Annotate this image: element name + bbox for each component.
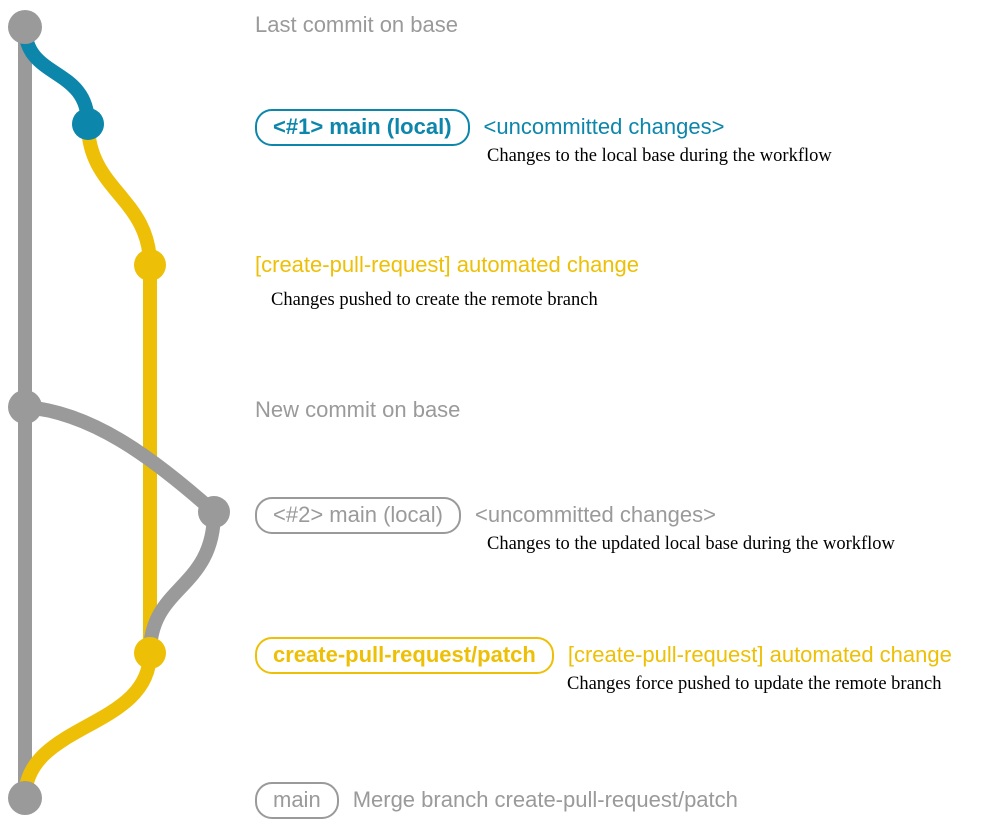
commit-node-local-2 (198, 496, 230, 528)
badge-main-local-1[interactable]: <#1> main (local) (255, 109, 470, 146)
label-automated-change-2: [create-pull-request] automated change (567, 642, 952, 668)
row-automated-change-1: [create-pull-request] automated change (255, 252, 640, 277)
label-uncommitted-changes-2: <uncommitted changes> (474, 502, 716, 528)
row-local-change-2: <#2> main (local) <uncommitted changes> (255, 497, 716, 534)
commit-node-patch-1 (134, 249, 166, 281)
subline-local-base-workflow: Changes to the local base during the wor… (487, 146, 832, 166)
badge-patch-branch[interactable]: create-pull-request/patch (255, 637, 554, 674)
badge-main-local-2[interactable]: <#2> main (local) (255, 497, 461, 534)
commit-node-merge (8, 781, 42, 815)
row-merge-commit: main Merge branch create-pull-request/pa… (255, 782, 738, 819)
label-new-commit-on-base: New commit on base (255, 397, 461, 422)
row-local-change-1: <#1> main (local) <uncommitted changes> (255, 109, 724, 146)
row-automated-change-2: create-pull-request/patch [create-pull-r… (255, 637, 952, 674)
branch-line-local-1 (18, 20, 95, 131)
branch-line-merge (18, 646, 157, 805)
label-automated-change-1: [create-pull-request] automated change (255, 252, 640, 277)
subline-force-pushed-update-remote: Changes force pushed to update the remot… (567, 674, 942, 694)
commit-node-base-head (8, 10, 42, 44)
row-last-commit-on-base: Last commit on base (255, 12, 458, 37)
commit-node-base-new (8, 390, 42, 424)
badge-main[interactable]: main (255, 782, 339, 819)
label-last-commit-on-base: Last commit on base (255, 12, 458, 37)
commit-node-patch-2 (134, 637, 166, 669)
subline-updated-local-base-workflow: Changes to the updated local base during… (487, 534, 895, 554)
branch-line-local-2 (18, 400, 221, 519)
commit-node-local-1 (72, 108, 104, 140)
branch-line-patch-1 (81, 117, 157, 272)
label-merge-branch-message: Merge branch create-pull-request/patch (352, 787, 738, 813)
row-new-commit-on-base: New commit on base (255, 397, 461, 422)
branch-line-local-2-to-patch-2 (143, 505, 221, 660)
label-uncommitted-changes-1: <uncommitted changes> (483, 114, 725, 140)
subline-pushed-create-remote: Changes pushed to create the remote bran… (271, 290, 598, 310)
